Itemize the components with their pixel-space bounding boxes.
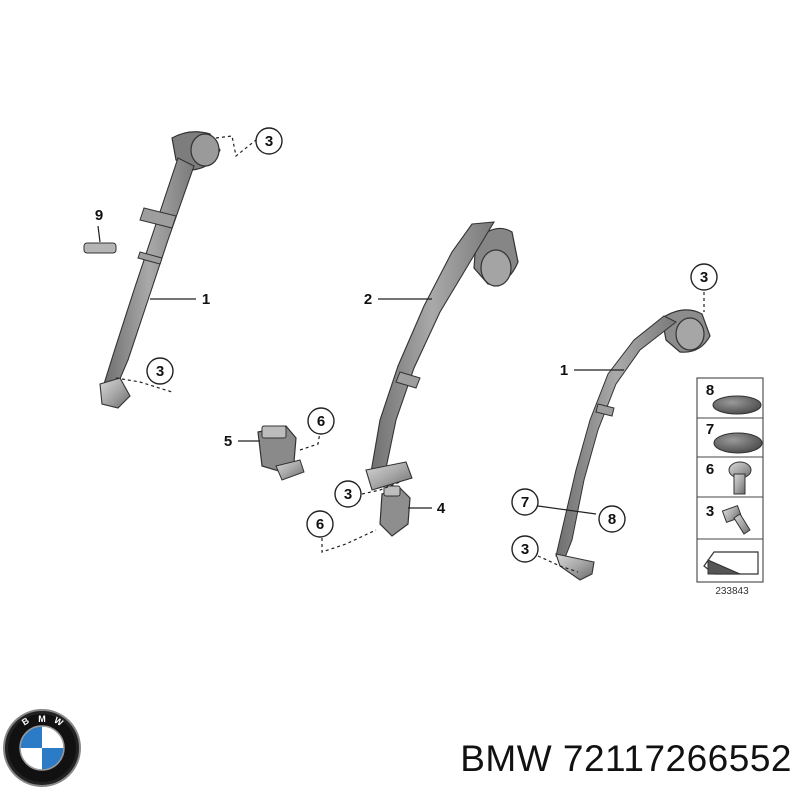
- bmw-logo-quadrant-white: [42, 726, 64, 748]
- bmw-logo: B M W: [3, 709, 81, 787]
- part-5-buckle-top: [261, 425, 287, 439]
- center-belt-guide: [395, 371, 421, 389]
- left-belt-anchor: [99, 377, 131, 409]
- callout-3-top-left: 3: [255, 127, 283, 155]
- callout-8: 8: [598, 505, 626, 533]
- right-seat-belt: [555, 309, 711, 581]
- left-belt-retractor-spool: [190, 133, 220, 167]
- legend-number-6: 6: [706, 461, 714, 478]
- left-belt-guide-loop: [139, 207, 177, 229]
- round-cap-icon: [712, 395, 762, 415]
- center-seat-belt: [365, 221, 519, 537]
- bolt-icon: [728, 461, 752, 495]
- callout-label: 3: [344, 486, 352, 503]
- parts-legend: 8 7 6 3 233843: [696, 377, 764, 597]
- right-belt-anchor: [555, 553, 595, 581]
- legend-number-8: 8: [706, 382, 714, 399]
- callout-2: 2: [364, 291, 372, 308]
- part-4-buckle-top: [383, 485, 401, 497]
- callout-3-center: 3: [334, 480, 362, 508]
- callout-label: 6: [316, 516, 324, 533]
- diagram-id: 233843: [715, 586, 749, 597]
- bmw-logo-quadrant-blue: [20, 726, 42, 748]
- callout-3-mid-left: 3: [146, 357, 174, 385]
- callout-1-right: 1: [560, 362, 568, 379]
- round-cap-icon: [713, 432, 763, 454]
- bmw-logo-quadrant-blue: [42, 748, 64, 770]
- center-belt-anchor: [365, 461, 413, 491]
- center-belt-retractor-spool: [480, 249, 512, 287]
- right-belt-retractor-spool: [675, 317, 705, 351]
- bmw-logo-letter-m: M: [38, 714, 46, 724]
- callout-7: 7: [511, 488, 539, 516]
- part-9-cover: [83, 242, 117, 254]
- leader-lines: [97, 135, 705, 573]
- arrow-icon: [703, 551, 759, 575]
- callout-label: 3: [521, 541, 529, 558]
- callout-4: 4: [437, 500, 446, 517]
- callout-3-top-right: 3: [690, 263, 718, 291]
- callout-6-low: 6: [306, 510, 334, 538]
- left-belt-webbing: [103, 157, 195, 389]
- callout-6-mid: 6: [307, 407, 335, 435]
- part-number-caption: BMW 72117266552: [460, 738, 792, 779]
- callout-5: 5: [224, 433, 232, 450]
- right-belt-guide: [595, 403, 615, 417]
- legend-number-7: 7: [706, 421, 714, 438]
- callout-1-left: 1: [202, 291, 210, 308]
- part-5-buckle-assembly: [257, 425, 305, 481]
- left-seat-belt: [83, 131, 221, 409]
- callout-label: 3: [265, 133, 273, 150]
- bmw-logo-letter-b: B: [20, 715, 31, 727]
- callout-label: 6: [317, 413, 325, 430]
- bmw-logo-quadrant-white: [20, 748, 42, 770]
- bolt-icon: [721, 504, 751, 535]
- callout-3-bottom-right: 3: [511, 535, 539, 563]
- callout-label: 3: [700, 269, 708, 286]
- callout-9: 9: [95, 207, 103, 224]
- part-5-bracket: [275, 459, 305, 481]
- callout-label: 8: [608, 511, 616, 528]
- left-belt-stop-button: [137, 251, 163, 265]
- legend-number-3: 3: [706, 503, 714, 520]
- callout-label: 7: [521, 494, 529, 511]
- callout-label: 3: [156, 363, 164, 380]
